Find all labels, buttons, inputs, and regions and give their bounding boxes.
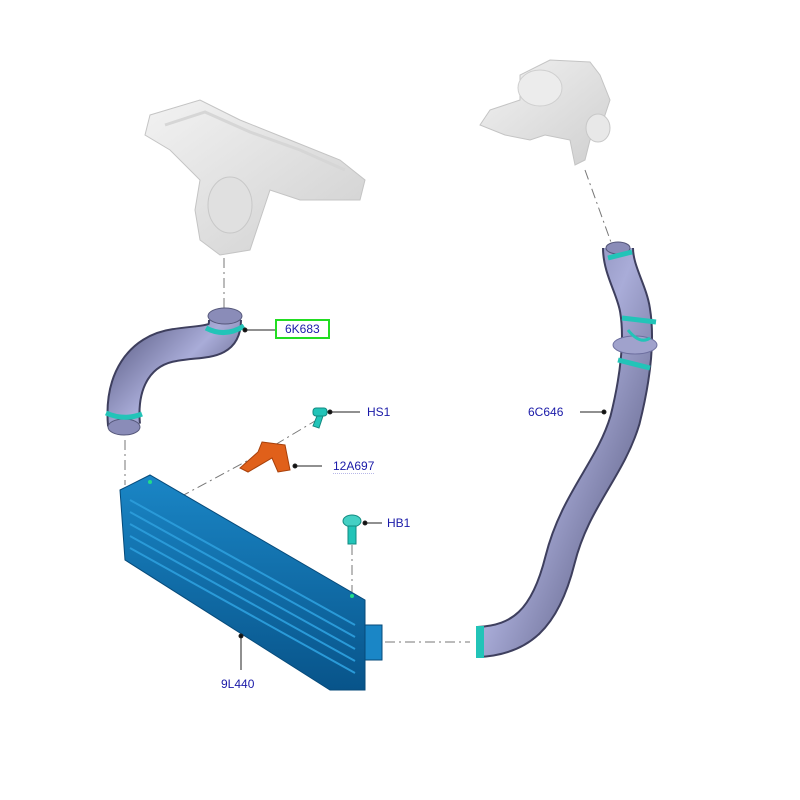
hose-6c646[interactable] [476, 241, 658, 658]
exhaust-manifold-ghost [144, 99, 366, 256]
part-label-9l440[interactable]: 9L440 [221, 677, 255, 691]
assembly-centerlines [124, 169, 613, 643]
part-label-12a697[interactable]: 12A697 [333, 459, 375, 474]
intercooler-9l440[interactable] [119, 474, 383, 691]
hose-6k683[interactable] [104, 307, 246, 436]
bolt-hs1[interactable] [312, 407, 328, 429]
part-label-hs1[interactable]: HS1 [367, 405, 391, 419]
part-label-hb1[interactable]: HB1 [387, 516, 411, 530]
leader-lines [238, 327, 607, 670]
bolt-hb1[interactable] [342, 514, 362, 545]
part-label-6k683[interactable]: 6K683 [275, 319, 330, 339]
turbocharger-ghost [479, 59, 611, 166]
sensor-12a697[interactable] [239, 441, 291, 473]
part-label-6c646[interactable]: 6C646 [528, 405, 564, 419]
